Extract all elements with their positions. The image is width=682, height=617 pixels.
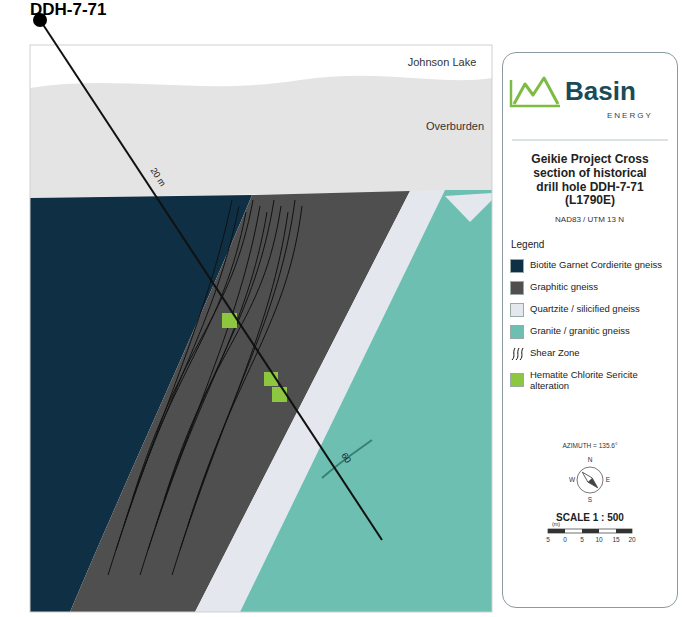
alteration-marker [272, 387, 287, 402]
shear-zone [108, 200, 302, 575]
scale-number: 0 [563, 536, 567, 543]
scale-number: 5 [580, 536, 584, 543]
logo-subtext: ENERGY [607, 111, 653, 120]
shear-line [116, 206, 239, 550]
scale-number: 15 [612, 536, 619, 543]
scale-number: 10 [595, 536, 602, 543]
legend-swatch [510, 259, 524, 273]
hole-title: DDH-7-71 [30, 0, 107, 20]
legend-text: Graphitic gneiss [530, 281, 670, 292]
legend-text: Quartzite / silicified gneiss [530, 303, 670, 314]
azimuth-label: AZIMUTH = 135.6° [562, 442, 617, 449]
legend-text: Biotite Garnet Cordierite gneiss [530, 259, 670, 270]
legend-swatch [510, 303, 524, 317]
scale-number: 5 [546, 536, 550, 543]
legend-swatch [510, 281, 524, 295]
shear-line [148, 212, 267, 550]
frame [30, 45, 492, 612]
shear-line [132, 200, 253, 500]
place-label: Johnson Lake [408, 56, 477, 69]
compass-letter: E [606, 476, 610, 483]
legend-text: Granite / granitic gneiss [530, 325, 670, 336]
legend-swatch [510, 325, 524, 339]
quartzite-sliver [445, 193, 492, 222]
panel-title: Geikie Project Cross section of historic… [528, 153, 652, 208]
overburden [30, 76, 492, 198]
legend-text: Hematite Chlorite Sericite alteration [530, 369, 670, 392]
scale-unit: (m) [552, 521, 560, 527]
logo-text: Basin [565, 77, 636, 107]
granite [240, 190, 492, 612]
legend-text: Shear Zone [530, 347, 670, 358]
compass-letter: N [588, 456, 593, 463]
legend-heading: Legend [511, 239, 544, 251]
projection: NAD83 / UTM 13 N [503, 215, 676, 224]
shear-line [188, 206, 302, 525]
unit-label: Overburden [426, 120, 484, 133]
drill-hole [40, 20, 382, 540]
compass-letter: W [569, 476, 575, 483]
legend-swatch [510, 373, 524, 387]
scale-number: 20 [628, 536, 635, 543]
compass-letter: S [588, 496, 592, 503]
shear-line [156, 200, 274, 525]
scale-label: SCALE 1 : 500 [556, 512, 624, 524]
lake [30, 45, 492, 612]
shear-line [164, 206, 281, 500]
shear-symbol [509, 347, 525, 361]
